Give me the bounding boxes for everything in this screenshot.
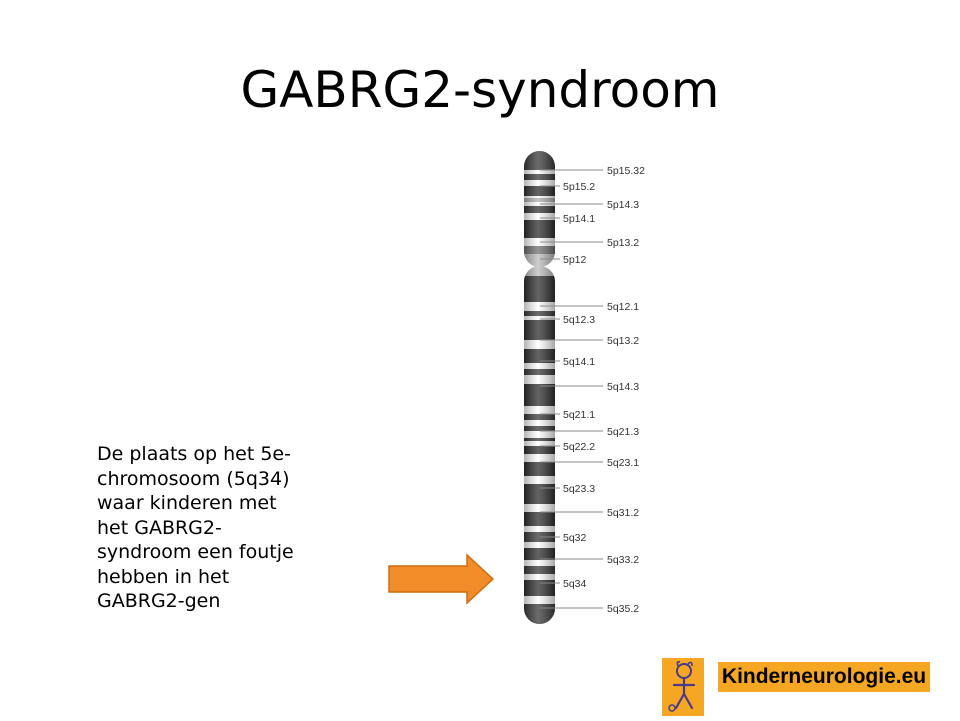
caption-text: De plaats op het 5e- chromosoom (5q34) w… — [97, 442, 327, 614]
band-label-5q35-2: 5q35.2 — [607, 603, 639, 615]
band-label-5q12-1: 5q12.1 — [607, 301, 639, 313]
logo-text: Kinderneurologie.eu — [718, 662, 930, 692]
band-label-5q23-1: 5q23.1 — [607, 457, 639, 469]
band-label-5p14-3: 5p14.3 — [607, 199, 639, 211]
caption-line: syndroom een foutje — [97, 541, 294, 563]
pointer-arrow-icon — [388, 553, 495, 605]
band-label-5p13-2: 5p13.2 — [607, 237, 639, 249]
band-label-5q14-3: 5q14.3 — [607, 381, 639, 393]
caption-line: het GABRG2- — [97, 516, 222, 539]
caption-line: De plaats op het 5e- — [97, 443, 291, 465]
caption-line: GABRG2-gen — [97, 590, 221, 612]
band-label-5q32: 5q32 — [563, 532, 587, 544]
band-label-5q34: 5q34 — [563, 578, 587, 590]
slide-title: GABRG2-syndroom — [240, 61, 720, 119]
caption-line: waar kinderen met — [97, 492, 277, 514]
band-label-5p12: 5p12 — [563, 254, 587, 266]
kinderneurologie-logo: Kinderneurologie.eu — [662, 658, 930, 716]
band-label-5q22-2: 5q22.2 — [563, 441, 595, 453]
band-label-5q13-2: 5q13.2 — [607, 335, 639, 347]
band-label-5q33-2: 5q33.2 — [607, 554, 639, 566]
band-label-5p15-2: 5p15.2 — [563, 181, 595, 193]
left-label-backgrounds — [561, 179, 599, 589]
band-label-5p14-1: 5p14.1 — [563, 213, 595, 225]
caption-line: chromosoom (5q34) — [97, 467, 290, 490]
band-label-5q21-1: 5q21.1 — [563, 409, 595, 421]
caption-line: hebben in het — [97, 565, 230, 588]
right-label-lines — [540, 169, 603, 609]
child-figure-icon — [662, 658, 704, 716]
chromosome-q-arm — [524, 266, 555, 624]
band-label-5p15-32: 5p15.32 — [607, 165, 645, 177]
chromosome-p-arm — [524, 151, 555, 267]
band-label-5q12-3: 5q12.3 — [563, 314, 595, 326]
left-label-lines — [540, 185, 560, 584]
band-label-5q23-3: 5q23.3 — [563, 483, 595, 495]
band-label-5q21-3: 5q21.3 — [607, 426, 639, 438]
band-label-5q31-2: 5q31.2 — [607, 507, 639, 519]
band-label-5q14-1: 5q14.1 — [563, 356, 595, 368]
